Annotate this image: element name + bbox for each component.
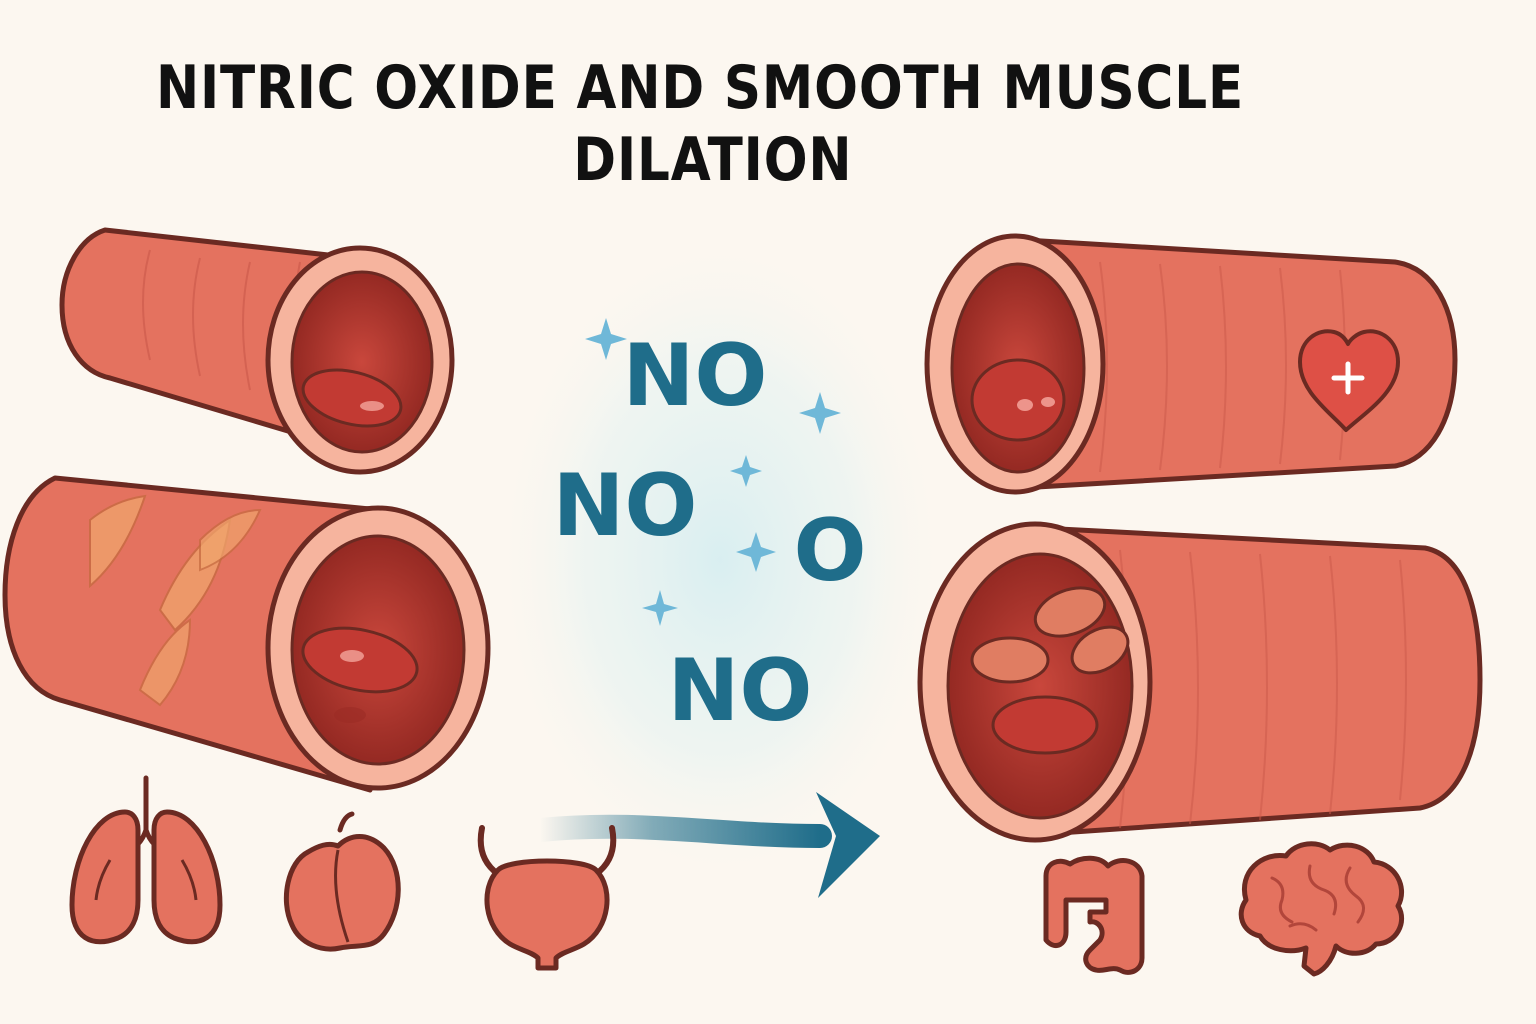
- vessel-constricted-top: [62, 230, 452, 472]
- vessel-dilated-top: [927, 236, 1455, 492]
- vessel-constricted-bottom: [5, 478, 488, 790]
- intestine-icon: [1046, 858, 1142, 972]
- o-atom: O: [793, 501, 866, 601]
- no-molecule-1: NO: [622, 326, 767, 426]
- no-molecule-2: NO: [552, 456, 697, 556]
- liver-icon: [286, 814, 398, 949]
- brain-icon: [1241, 844, 1401, 974]
- lungs-icon: [72, 778, 220, 942]
- no-molecule-3: NO: [667, 641, 812, 741]
- bladder-icon: [481, 828, 614, 968]
- vessel-dilated-bottom: [920, 524, 1480, 840]
